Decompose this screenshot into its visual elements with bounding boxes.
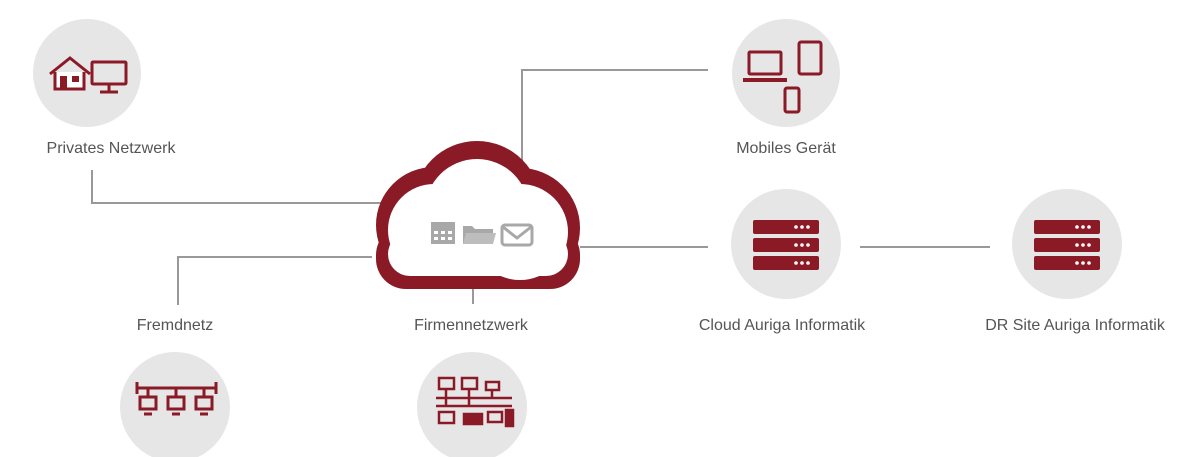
mobile-device-label: Mobiles Gerät [736,140,836,157]
server-icon [753,220,819,270]
server-icon [1034,220,1100,270]
house-monitor-icon [49,56,128,94]
foreign-network-circle [120,352,230,457]
dr-site-label: DR Site Auriga Informatik [985,317,1165,334]
line-foreign [177,256,372,305]
connector-lines [91,69,990,305]
private-network-label: Privates Netzwerk [46,140,176,157]
calendar-icon [431,222,455,244]
network-hub-icon [135,382,218,416]
mail-icon [500,223,534,247]
cloud-icon [376,141,580,289]
cloud-auriga-label: Cloud Auriga Informatik [698,317,866,334]
line-private [91,170,390,204]
office-network-icon [436,376,515,428]
company-network-circle [417,352,527,457]
folder-icon [463,226,496,244]
mobile-device-circle [732,19,840,127]
line-mobile [521,69,708,172]
company-network-label: Firmennetzwerk [414,317,528,334]
foreign-network-label: Fremdnetz [136,317,214,334]
laptop-tablet-phone-icon [743,40,823,114]
